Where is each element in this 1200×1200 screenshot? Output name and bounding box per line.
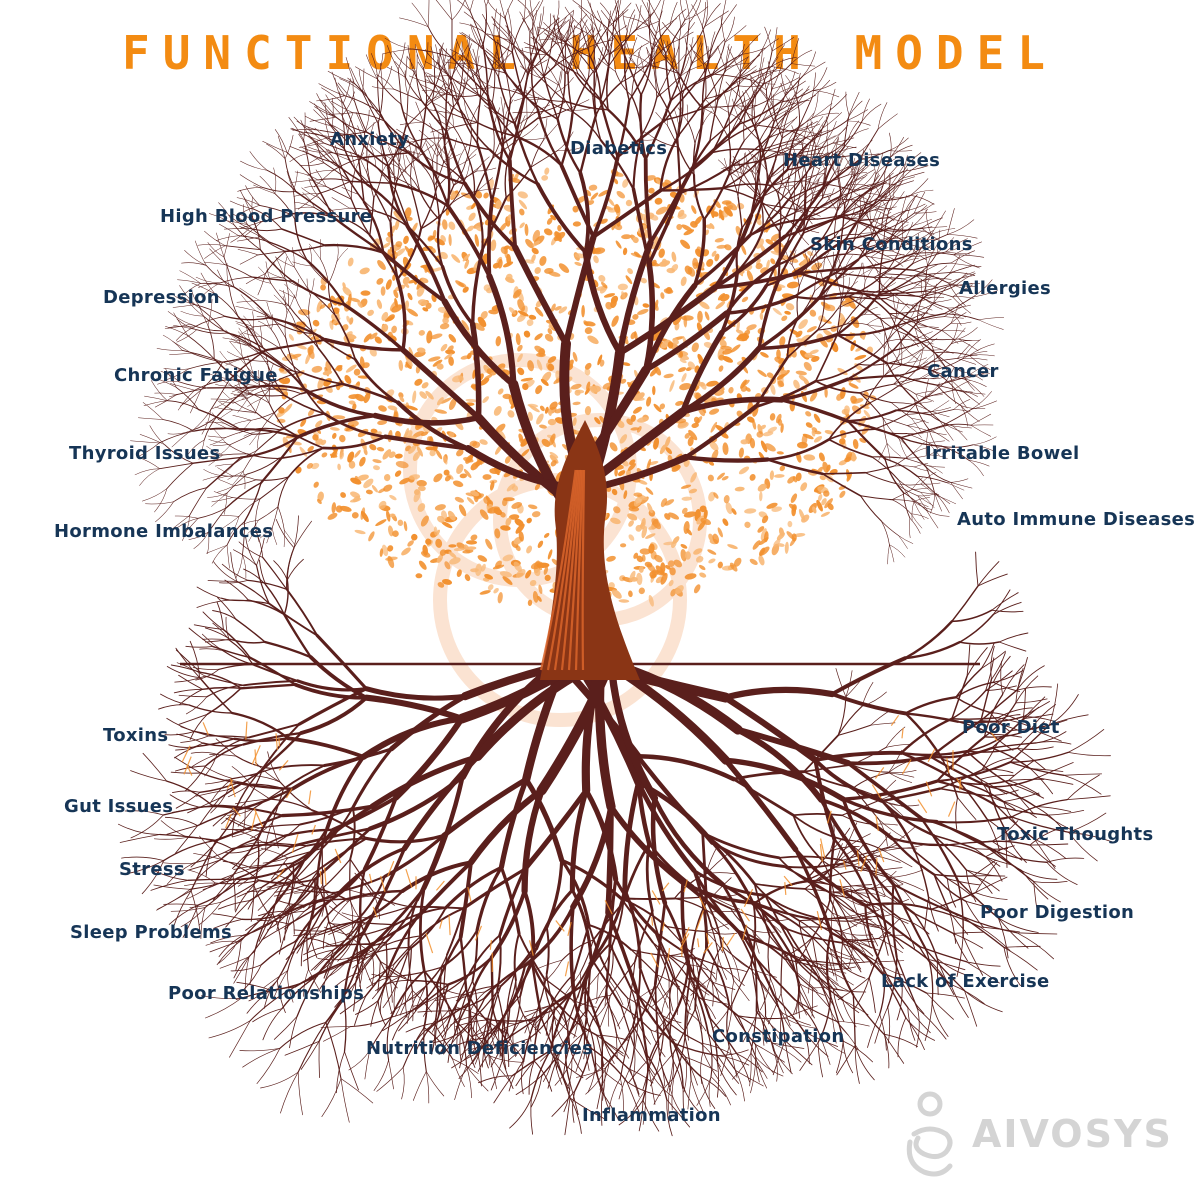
root-cause-stress: Stress bbox=[119, 859, 185, 880]
symptom-depression: Depression bbox=[103, 287, 220, 308]
symptom-high-blood-pressure: High Blood Pressure bbox=[160, 206, 373, 227]
symptom-irritable-bowel: Irritable Bowel bbox=[925, 443, 1080, 464]
tree-roots bbox=[118, 515, 1114, 1137]
brand-logo: AIVOSYS bbox=[900, 1090, 1173, 1180]
root-cause-nutrition-deficiencies: Nutrition Deficiencies bbox=[366, 1038, 594, 1059]
symptom-skin-conditions: Skin Conditions bbox=[810, 234, 973, 255]
symptom-thyroid-issues: Thyroid Issues bbox=[69, 443, 221, 464]
root-cause-toxic-thoughts: Toxic Thoughts bbox=[997, 824, 1154, 845]
root-cause-toxins: Toxins bbox=[103, 725, 169, 746]
root-cause-poor-diet: Poor Diet bbox=[962, 717, 1060, 738]
symptom-diabetics: Diabetics bbox=[570, 138, 668, 159]
root-cause-inflammation: Inflammation bbox=[582, 1105, 721, 1126]
root-cause-gut-issues: Gut Issues bbox=[64, 796, 174, 817]
person-icon bbox=[906, 1091, 953, 1177]
root-cause-poor-relationships: Poor Relationships bbox=[168, 983, 365, 1004]
root-cause-lack-of-exercise: Lack of Exercise bbox=[881, 971, 1050, 992]
symptom-anxiety: Anxiety bbox=[330, 129, 410, 150]
root-cause-sleep-problems: Sleep Problems bbox=[70, 922, 233, 943]
symptom-chronic-fatigue: Chronic Fatigue bbox=[114, 365, 278, 386]
tree-trunk bbox=[539, 420, 640, 680]
symptom-heart-diseases: Heart Diseases bbox=[783, 150, 941, 171]
brand-name: AIVOSYS bbox=[972, 1112, 1173, 1156]
symptom-allergies: Allergies bbox=[959, 278, 1052, 299]
root-cause-poor-digestion: Poor Digestion bbox=[980, 902, 1135, 923]
symptom-auto-immune-diseases: Auto Immune Diseases bbox=[957, 509, 1196, 530]
tree-branches bbox=[130, 0, 1005, 579]
symptom-cancer: Cancer bbox=[927, 361, 999, 382]
symptom-hormone-imbalances: Hormone Imbalances bbox=[54, 521, 274, 542]
root-cause-constipation: Constipation bbox=[712, 1026, 845, 1047]
